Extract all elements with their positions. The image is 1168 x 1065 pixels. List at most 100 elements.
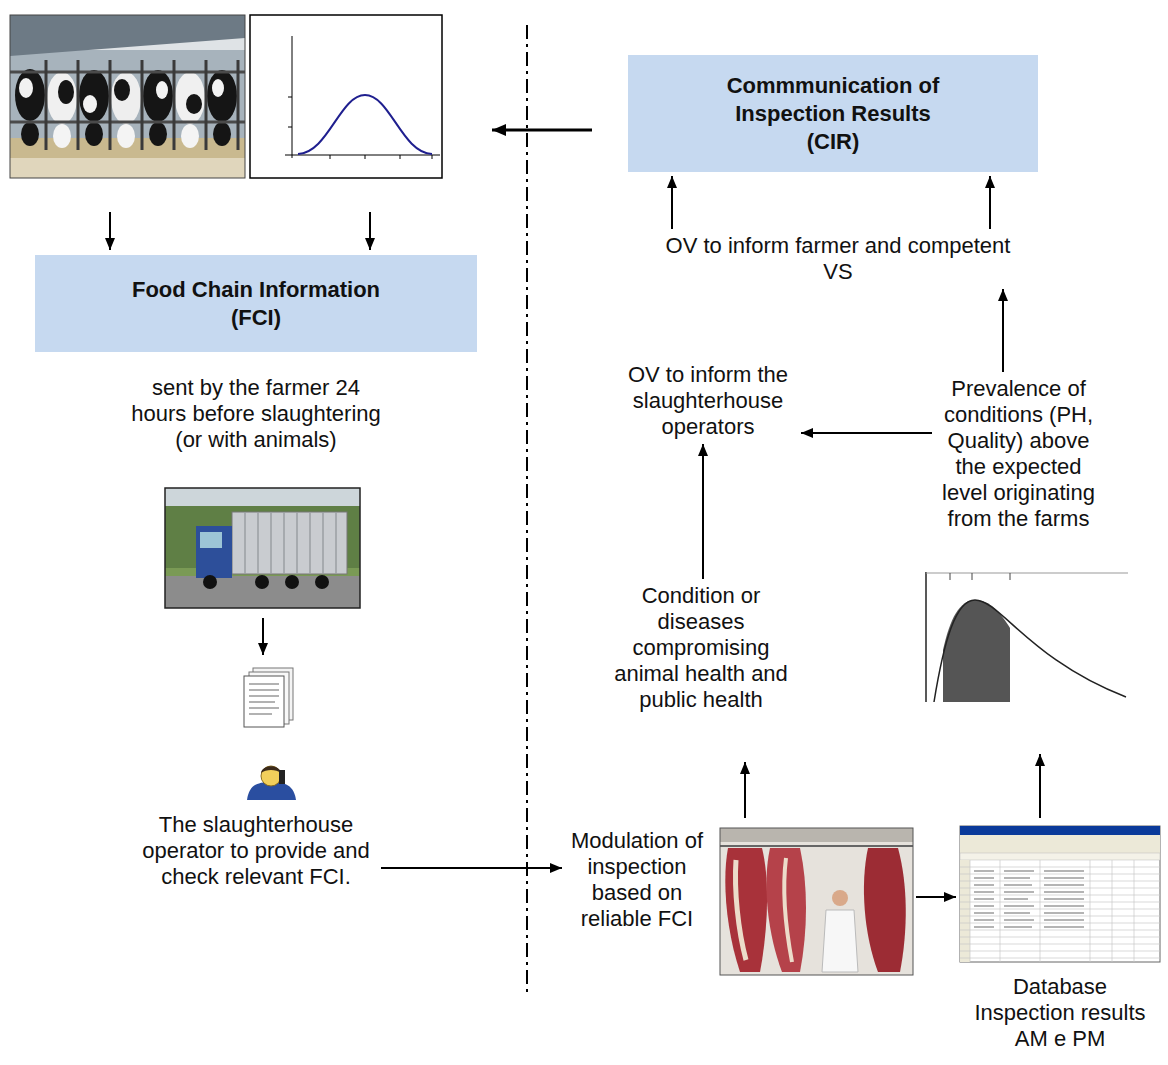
- arrow-connector: [381, 867, 562, 869]
- screen-shape: [960, 826, 1160, 962]
- arrow-connector: [1002, 289, 1004, 372]
- chart-axis: [285, 155, 440, 156]
- icon-shape: [261, 766, 281, 773]
- step-text: The slaughterhouse operator to provide a…: [135, 812, 377, 890]
- icon-shape: [261, 766, 281, 786]
- icon-shape: [279, 770, 285, 784]
- photo-shape: [156, 81, 168, 99]
- photo-shape: [143, 70, 173, 122]
- photo-shape: [245, 512, 336, 574]
- screen-shape: [960, 853, 1160, 860]
- note-text: sent by the farmer 24 hours before slaug…: [125, 375, 387, 453]
- step-text: OV to inform the slaughterhouse operator…: [619, 362, 797, 440]
- photo-shape: [186, 94, 202, 114]
- photo-shape: [232, 512, 347, 574]
- box-heading: Commmunication of Inspection Results (CI…: [721, 72, 946, 156]
- photo-shape: [213, 122, 231, 146]
- icon-shape: [249, 684, 279, 714]
- photo-shape: [285, 575, 299, 589]
- photo-shape: [720, 828, 913, 842]
- photo-shape: [200, 532, 222, 548]
- photo-shape: [117, 124, 135, 148]
- distribution-curve: [934, 600, 1126, 702]
- photo-shape: [47, 72, 77, 124]
- photo-shape: [255, 575, 269, 589]
- cattle-photo: [10, 15, 245, 178]
- photo-shape: [822, 910, 858, 972]
- photo-shape: [83, 95, 97, 113]
- photo-shape: [10, 15, 245, 178]
- photo-shape: [181, 124, 199, 148]
- text-block: The slaughterhouse operator to provide a…: [135, 812, 377, 890]
- person-icon: [247, 766, 296, 800]
- photo-shape: [165, 488, 360, 506]
- database-screenshot: [960, 826, 1160, 962]
- process-box: Food Chain Information (FCI): [35, 255, 477, 352]
- process-box: Commmunication of Inspection Results (CI…: [628, 55, 1038, 172]
- photo-shape: [58, 80, 74, 104]
- distribution-chart: [925, 572, 1128, 702]
- photo-shape: [175, 72, 205, 124]
- photo-shape: [165, 488, 360, 608]
- screen-shape: [960, 860, 970, 962]
- chart-ticks: [950, 573, 1010, 580]
- slaughterhouse-photo: [720, 828, 913, 975]
- photo-shape: [832, 890, 848, 906]
- photo-frame: [165, 488, 360, 608]
- photo-shape: [725, 848, 767, 972]
- chart-frame: [250, 15, 442, 178]
- step-text: Prevalence of conditions (PH, Quality) a…: [936, 376, 1101, 532]
- photo-shape: [165, 575, 360, 608]
- photo-shape: [114, 79, 130, 101]
- text-block: OV to inform the slaughterhouse operator…: [619, 362, 797, 440]
- arrow-connector: [989, 176, 991, 229]
- photo-shape: [21, 122, 39, 146]
- screen-shape: [960, 835, 1160, 853]
- photo-shape: [46, 60, 238, 150]
- photo-shape: [85, 122, 103, 146]
- text-block: Prevalence of conditions (PH, Quality) a…: [936, 376, 1101, 532]
- photo-shape: [10, 15, 245, 56]
- chart-frame: [925, 572, 1128, 702]
- photo-shape: [79, 70, 109, 122]
- photo-shape: [19, 78, 33, 98]
- arrow-connector: [801, 432, 932, 434]
- database-node: Database Inspection results AM e PM: [960, 826, 1160, 1052]
- document-icon: [244, 668, 293, 727]
- flow-arrow: [369, 212, 371, 250]
- truck-photo: [165, 488, 360, 608]
- flow-arrow: [262, 618, 264, 655]
- photo-shape: [720, 845, 913, 847]
- photo-shape: [15, 69, 45, 121]
- photo-shape: [53, 124, 71, 148]
- photo-shape: [315, 575, 329, 589]
- screen-data: [974, 871, 1084, 927]
- feedback-arrow: [492, 129, 592, 132]
- photo-shape: [207, 70, 237, 122]
- text-block: OV to inform farmer and competent VS: [658, 233, 1018, 285]
- photo-shape: [149, 122, 167, 146]
- icon-shape: [244, 676, 284, 727]
- photo-shape: [766, 848, 806, 972]
- photo-shape: [203, 575, 217, 589]
- screen-grid: [970, 860, 1134, 962]
- photo-frame: [720, 828, 913, 975]
- box-heading: Food Chain Information (FCI): [125, 276, 387, 332]
- text-block: Modulation of inspection based on reliab…: [566, 828, 708, 932]
- shaded-area: [943, 600, 1010, 702]
- chart-axis: [925, 572, 927, 702]
- step-text: Modulation of inspection based on reliab…: [566, 828, 708, 932]
- photo-shape: [196, 526, 232, 578]
- text-block: Database Inspection results AM e PM: [969, 974, 1151, 1052]
- photo-shape: [111, 72, 141, 124]
- text-block: sent by the farmer 24 hours before slaug…: [125, 375, 387, 453]
- flow-arrow: [109, 212, 111, 250]
- bell-curve-chart: [250, 15, 442, 178]
- chart-axis: [926, 573, 1128, 574]
- divider-line: [526, 25, 528, 995]
- screen-shape: [960, 826, 1160, 835]
- photo-shape: [864, 848, 906, 972]
- text-block: Condition or diseases compromising anima…: [607, 583, 795, 713]
